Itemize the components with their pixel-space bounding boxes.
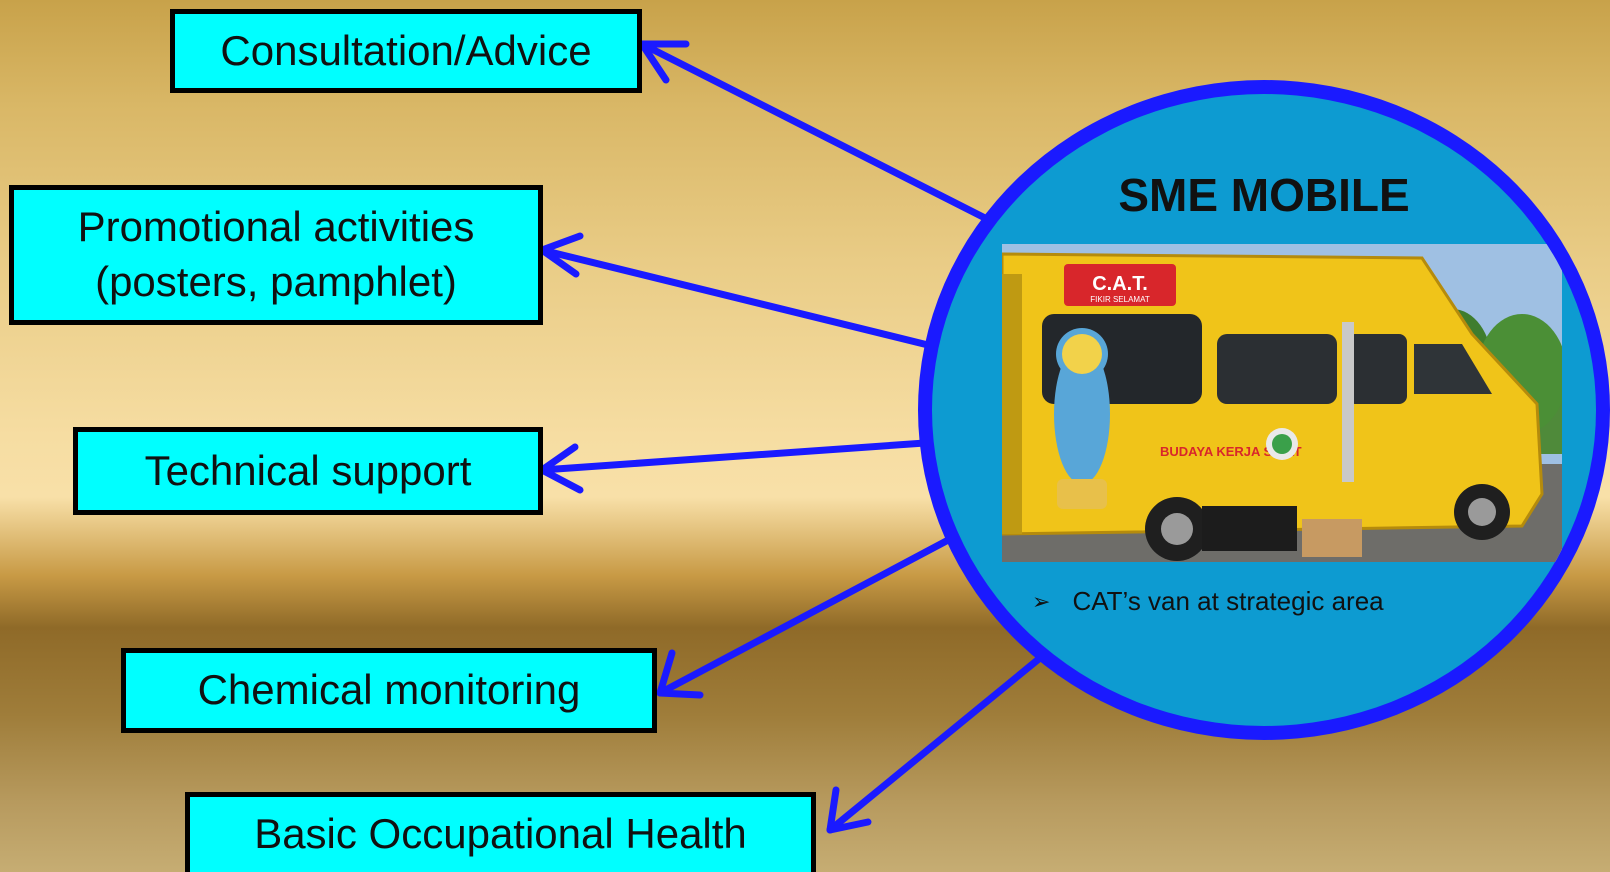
sme-mobile-circle: SME MOBILE C.A.T. FIKIR SELAMAT BUDAY — [918, 80, 1610, 740]
chemical-monitoring-box: Chemical monitoring — [121, 648, 657, 733]
arrow-to-promotional — [538, 232, 932, 349]
van-caption: ➢ CAT’s van at strategic area — [1032, 586, 1384, 617]
sme-mobile-title: SME MOBILE — [1118, 169, 1410, 221]
van-photo: C.A.T. FIKIR SELAMAT BUDAYA KERJA SIHAT — [1002, 244, 1562, 562]
basic-occupational-health-box: Basic Occupational Health — [185, 792, 816, 872]
promotional-activities-label-line1: Promotional activities — [77, 203, 475, 251]
arrow-to-chemical — [656, 534, 956, 699]
van-slogan-text: BUDAYA KERJA SIHAT — [1160, 444, 1302, 459]
chemical-monitoring-label: Chemical monitoring — [197, 666, 581, 714]
promotional-activities-box: Promotional activities (posters, pamphle… — [9, 185, 543, 325]
consultation-advice-box: Consultation/Advice — [170, 9, 642, 93]
arrow-to-technical — [538, 439, 929, 494]
arrow-to-consultation — [638, 40, 989, 222]
technical-support-box: Technical support — [73, 427, 543, 515]
arrow-to-health — [826, 654, 1044, 834]
van-caption-text: CAT’s van at strategic area — [1072, 586, 1384, 616]
basic-occupational-health-label: Basic Occupational Health — [254, 810, 747, 858]
consultation-advice-label: Consultation/Advice — [220, 26, 592, 74]
promotional-activities-label-line2: (posters, pamphlet) — [95, 258, 457, 305]
van-sign-text: C.A.T. — [1092, 273, 1148, 295]
arrow-bullet-icon: ➢ — [1032, 588, 1051, 614]
van-sign-sub-text: FIKIR SELAMAT — [1090, 295, 1150, 304]
technical-support-label: Technical support — [144, 446, 472, 494]
